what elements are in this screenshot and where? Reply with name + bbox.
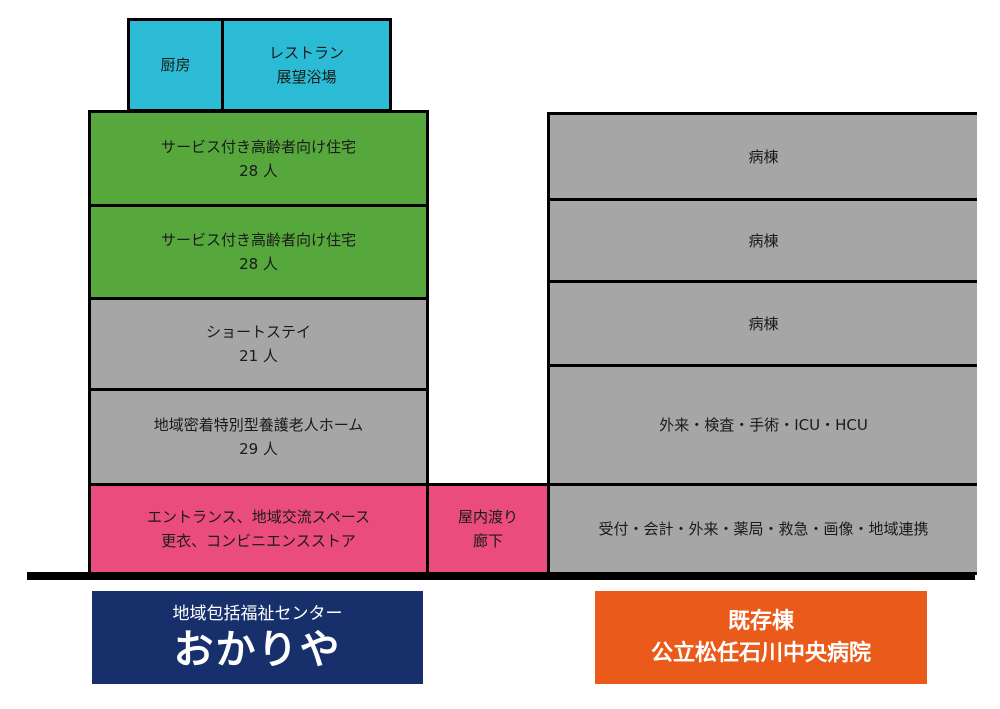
floor-name: 病棟 bbox=[748, 314, 779, 333]
corridor-label-line2: 廊下 bbox=[472, 532, 503, 550]
hospital-ward-middle: 病棟 bbox=[547, 198, 977, 283]
floor-name: 病棟 bbox=[748, 231, 779, 250]
corridor-label-line1: 屋内渡り bbox=[457, 508, 518, 526]
indoor-corridor: 屋内渡り 廊下 bbox=[426, 483, 550, 575]
floor-nursing-home: 地域密着特別型養護老人ホーム 29 人 bbox=[88, 388, 429, 486]
floor-name: 外来・検査・手術・ICU・HCU bbox=[659, 416, 868, 434]
floor-sakoju-lower: サービス付き高齢者向け住宅 28 人 bbox=[88, 204, 429, 300]
floor-detail: 更衣、コンビニエンスストア bbox=[161, 532, 356, 550]
floor-name: サービス付き高齢者向け住宅 bbox=[160, 137, 356, 156]
rooftop-restaurant: レストラン 展望浴場 bbox=[221, 18, 392, 112]
bath-label: 展望浴場 bbox=[276, 68, 337, 86]
floor-name: 地域密着特別型養護老人ホーム bbox=[153, 416, 364, 434]
floor-capacity: 28 人 bbox=[239, 161, 278, 180]
floor-name: ショートステイ bbox=[205, 323, 311, 341]
okariya-subtitle: 地域包括福祉センター bbox=[172, 603, 343, 624]
hospital-outpatient-floor: 外来・検査・手術・ICU・HCU bbox=[547, 364, 977, 486]
floor-capacity: 28 人 bbox=[239, 255, 278, 273]
floor-entrance: エントランス、地域交流スペース 更衣、コンビニエンスストア bbox=[88, 483, 429, 575]
floor-capacity: 21 人 bbox=[239, 347, 278, 365]
hospital-subtitle: 既存棟 bbox=[727, 608, 794, 634]
floor-name: エントランス、地域交流スペース bbox=[147, 508, 370, 526]
hospital-ward-upper: 病棟 bbox=[547, 112, 977, 201]
hospital-title: 公立松任石川中央病院 bbox=[650, 640, 871, 666]
ground-line bbox=[27, 572, 975, 580]
okariya-label: 地域包括福祉センター おかりや bbox=[92, 591, 423, 684]
floor-sakoju-upper: サービス付き高齢者向け住宅 28 人 bbox=[88, 110, 429, 207]
okariya-title: おかりや bbox=[173, 626, 342, 673]
floor-name: サービス付き高齢者向け住宅 bbox=[160, 231, 356, 249]
floor-name: 受付・会計・外来・薬局・救急・画像・地域連携 bbox=[598, 520, 929, 538]
hospital-label: 既存棟 公立松任石川中央病院 bbox=[595, 591, 927, 684]
hospital-reception-floor: 受付・会計・外来・薬局・救急・画像・地域連携 bbox=[547, 483, 977, 575]
floor-short-stay: ショートステイ 21 人 bbox=[88, 297, 429, 391]
rooftop-kitchen: 厨房 bbox=[127, 18, 224, 112]
hospital-ward-lower: 病棟 bbox=[547, 280, 977, 367]
restaurant-label: レストラン bbox=[268, 44, 344, 62]
floor-capacity: 29 人 bbox=[239, 440, 278, 458]
floor-name: 病棟 bbox=[748, 147, 779, 166]
rooftop-kitchen-label: 厨房 bbox=[160, 56, 191, 74]
